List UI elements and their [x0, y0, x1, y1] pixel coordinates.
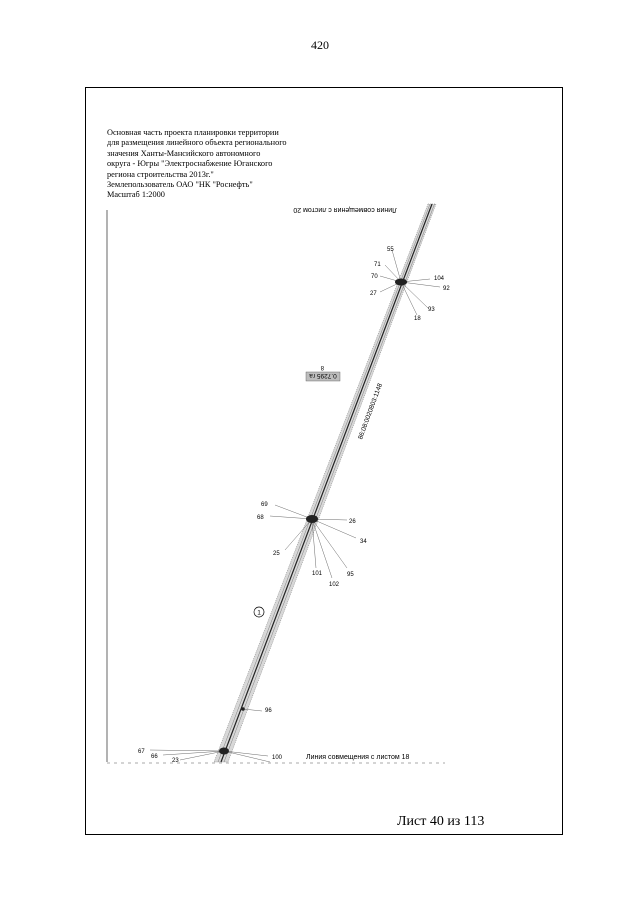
title-line-2: для размещения линейного объекта региона… [107, 138, 287, 148]
corridor-band [213, 203, 437, 763]
title-line-5: региона строительства 2013г." [107, 169, 214, 179]
label-68: 68 [257, 515, 264, 521]
land-user-line: Землепользователь ОАО "НК "Роснефть" [107, 180, 253, 190]
area-label: 8 0.7295 га [305, 364, 341, 382]
corridor-edge-left [217, 203, 431, 763]
label-71: 71 [374, 262, 381, 268]
label-95: 95 [347, 572, 354, 578]
power-line-axis [220, 203, 433, 763]
middle-node-marker [306, 515, 318, 523]
label-25: 25 [273, 551, 280, 557]
title-line-3: значения Ханты-Мансийского автономного [107, 148, 261, 158]
top-node: 55 71 70 27 104 92 93 18 [370, 247, 450, 322]
title-line-1: Основная часть проекта планировки террит… [107, 128, 279, 137]
label-67: 67 [138, 749, 145, 755]
label-101: 101 [312, 571, 323, 577]
label-34: 34 [360, 539, 367, 545]
point-96: 96 [241, 707, 272, 714]
label-102: 102 [329, 582, 340, 588]
corridor-edge-right [223, 203, 435, 763]
title-line-4: округа - Югры "Электроснабжение Юганског… [107, 159, 273, 169]
top-node-marker [395, 278, 407, 286]
drawing-frame [85, 87, 563, 835]
circle-marker-label: 1 [257, 610, 261, 617]
label-69: 69 [261, 502, 268, 508]
label-92: 92 [443, 286, 450, 292]
label-23: 23 [172, 758, 179, 764]
area-number: 8 [320, 364, 324, 370]
area-value: 0.7295 га [309, 372, 337, 379]
label-26: 26 [349, 519, 356, 525]
label-104: 104 [434, 276, 445, 282]
top-match-line-label: Линия совмещения с листом 20 [293, 206, 397, 213]
label-96: 96 [265, 708, 272, 714]
label-55: 55 [387, 247, 394, 253]
label-66: 66 [151, 754, 158, 760]
label-18: 18 [414, 316, 421, 322]
label-27: 27 [370, 291, 377, 297]
circle-marker-1: 1 [253, 606, 265, 618]
label-70: 70 [371, 274, 378, 280]
bottom-node-marker [219, 747, 229, 755]
middle-node: 69 68 26 34 25 101 102 95 [257, 502, 367, 588]
label-93: 93 [428, 307, 435, 313]
scale-line: Масштаб 1:2000 [107, 190, 165, 200]
bottom-node: 67 66 23 100 [138, 747, 283, 764]
bottom-match-line-label: Линия совмещения с листом 18 [306, 754, 410, 761]
drawing-title-block: Основная часть проекта планировки террит… [107, 128, 307, 201]
label-100: 100 [272, 755, 283, 761]
sheet-number: Лист 40 из 113 [397, 814, 485, 829]
page-number: 420 [311, 38, 329, 52]
